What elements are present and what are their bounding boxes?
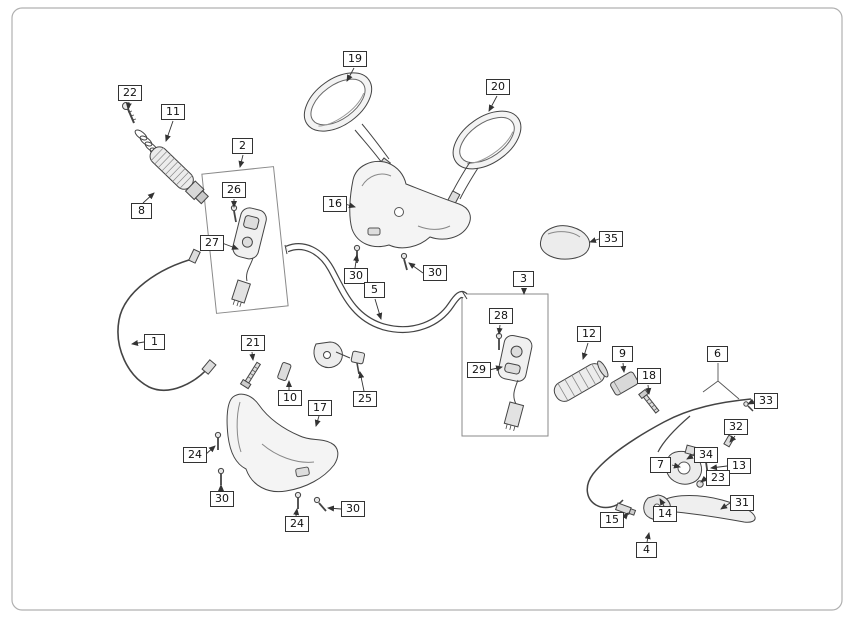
diagram-frame	[11, 7, 843, 611]
throttle-grip-drawing	[149, 146, 209, 205]
brake-cable-drawing	[586, 398, 752, 509]
screw-30d-drawing	[313, 496, 327, 512]
part-label-29-16: 29	[467, 362, 491, 378]
nut-23-drawing	[696, 480, 704, 488]
part-label-25-34: 25	[353, 391, 377, 407]
screw-24a-drawing	[214, 431, 222, 450]
part-label-31-27: 31	[730, 495, 754, 511]
screw-30c-drawing	[217, 467, 225, 485]
group-box-3	[461, 293, 549, 437]
bolt-18-drawing	[638, 388, 660, 414]
part-label-1-6: 1	[144, 334, 165, 350]
mirror-left-drawing	[303, 72, 392, 177]
part-label-6-20: 6	[707, 346, 728, 362]
screw-24b-drawing	[294, 491, 302, 509]
part-label-8-2: 8	[131, 203, 152, 219]
part-label-16-9: 16	[323, 196, 347, 212]
part-label-30-36: 30	[210, 491, 234, 507]
cable-end-32-drawing	[723, 434, 735, 448]
right-switch-drawing	[495, 332, 533, 432]
part-label-30-11: 30	[423, 265, 447, 281]
spacer-10-drawing	[277, 362, 292, 381]
clamp-25-drawing	[350, 350, 366, 375]
part-label-35-13: 35	[599, 231, 623, 247]
part-label-19-7: 19	[343, 51, 367, 67]
bolt-21-drawing	[239, 361, 262, 390]
handlebar-drawing	[284, 243, 468, 369]
part-label-20-8: 20	[486, 79, 510, 95]
part-label-30-38: 30	[341, 501, 365, 517]
part-label-30-10: 30	[344, 268, 368, 284]
part-label-32-22: 32	[724, 419, 748, 435]
handlebar-cover-16-drawing	[349, 161, 471, 249]
label-6-bracket	[702, 363, 740, 400]
part-label-3-14: 3	[513, 271, 534, 287]
part-label-21-31: 21	[241, 335, 265, 351]
part-label-28-15: 28	[489, 308, 513, 324]
part-label-12-17: 12	[577, 326, 601, 342]
left-switch-drawing	[230, 204, 267, 307]
part-label-9-18: 9	[612, 346, 633, 362]
screw-33-drawing	[743, 401, 754, 412]
part-label-15-29: 15	[600, 512, 624, 528]
part-label-2-3: 2	[232, 138, 253, 154]
front-cover-17-drawing	[226, 393, 339, 493]
part-label-4-30: 4	[636, 542, 657, 558]
end-weight-9-drawing	[610, 371, 639, 396]
part-label-5-12: 5	[364, 282, 385, 298]
grip-12-drawing	[553, 360, 609, 402]
part-label-17-33: 17	[308, 400, 332, 416]
part-label-11-1: 11	[161, 104, 185, 120]
screw-30a-drawing	[353, 244, 361, 263]
part-label-34-23: 34	[694, 447, 718, 463]
mirror-right-drawing	[445, 110, 522, 208]
cable-1-drawing	[117, 248, 217, 392]
adjuster-15-drawing	[614, 502, 637, 516]
rubber-cap-35-drawing	[539, 225, 591, 260]
part-label-27-5: 27	[200, 235, 224, 251]
part-label-22-0: 22	[118, 85, 142, 101]
leader-lines	[125, 67, 755, 543]
part-label-23-25: 23	[706, 470, 730, 486]
part-label-24-35: 24	[183, 447, 207, 463]
part-label-10-32: 10	[278, 390, 302, 406]
screw-22-drawing	[122, 102, 137, 124]
part-label-33-21: 33	[754, 393, 778, 409]
part-label-14-28: 14	[653, 506, 677, 522]
part-label-18-19: 18	[637, 368, 661, 384]
part-label-7-26: 7	[650, 457, 671, 473]
screw-30b-drawing	[400, 252, 408, 271]
part-label-24-37: 24	[285, 516, 309, 532]
part-label-13-24: 13	[727, 458, 751, 474]
part-label-26-4: 26	[222, 182, 246, 198]
